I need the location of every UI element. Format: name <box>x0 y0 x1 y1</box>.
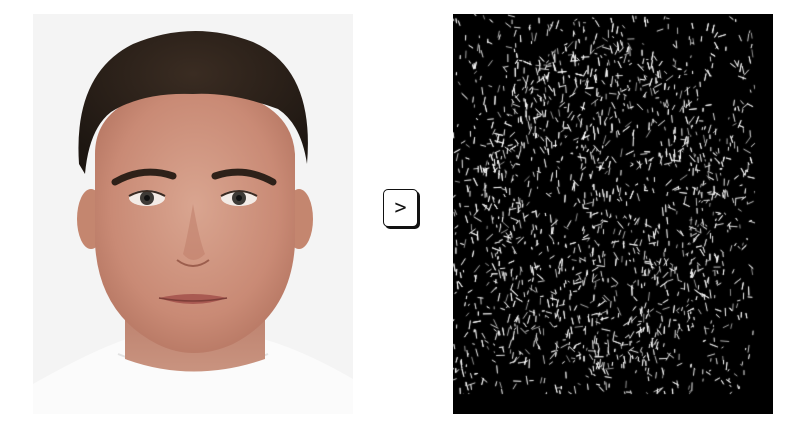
face-photo <box>33 14 353 414</box>
edge-map-image <box>453 14 773 414</box>
face-illustration <box>33 14 353 414</box>
chevron-right-icon: > <box>394 195 407 219</box>
next-arrow-button[interactable]: > <box>383 189 418 227</box>
edge-map-canvas <box>453 14 773 414</box>
